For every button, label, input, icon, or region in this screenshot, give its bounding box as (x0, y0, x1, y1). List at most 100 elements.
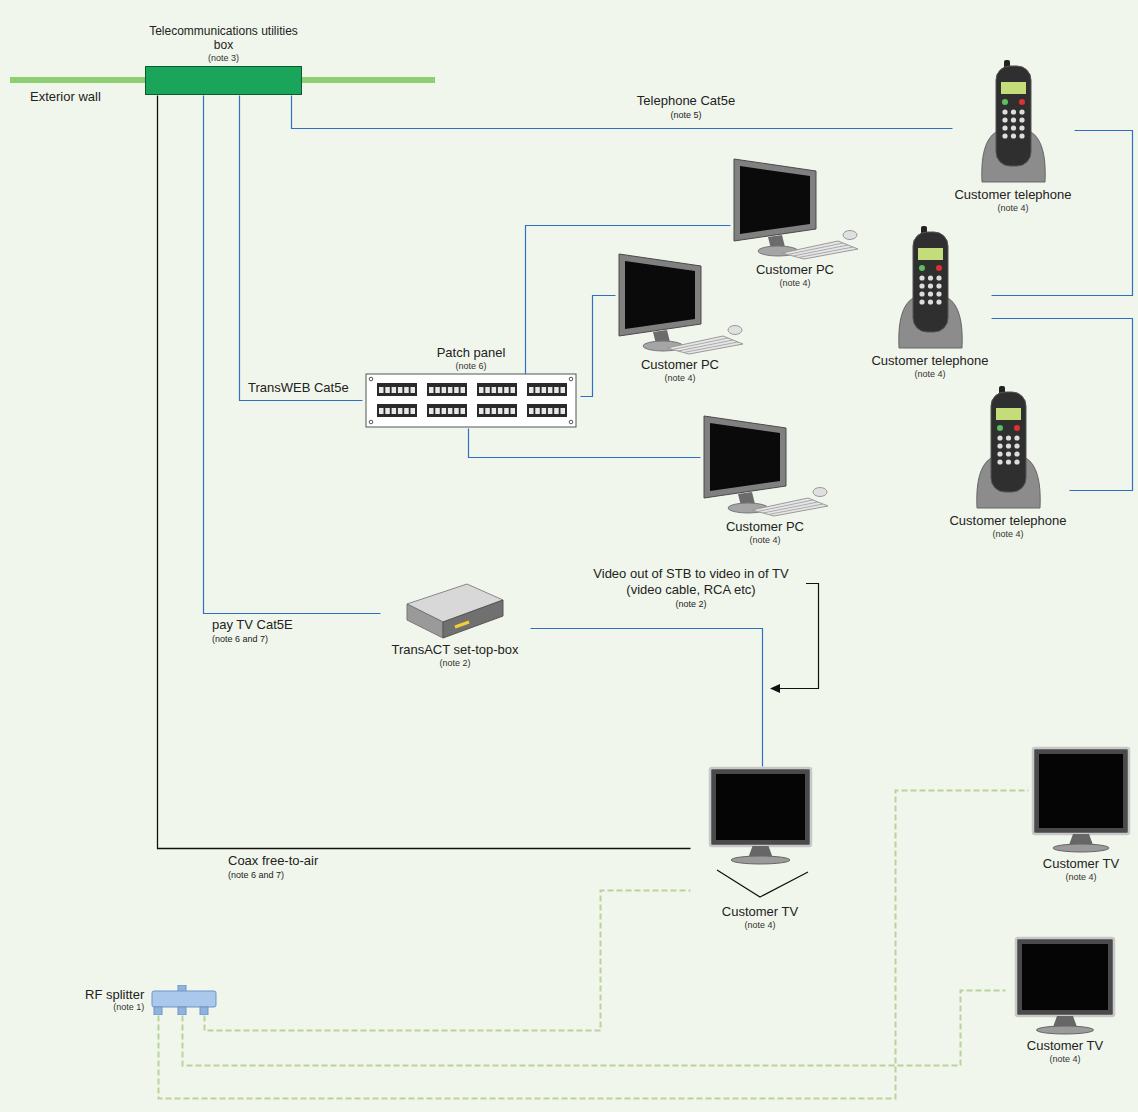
tv-node: Customer TV(note 4) (690, 766, 830, 930)
node-label-group: Customer telephone(note 4) (871, 353, 988, 379)
port (504, 408, 509, 414)
panel-screw (369, 378, 373, 382)
port (435, 387, 440, 393)
phone-call-key (1002, 99, 1008, 105)
tv-screen (1039, 754, 1123, 828)
note-label: (note 2) (439, 658, 470, 669)
callout-arrowhead (770, 684, 780, 693)
port (398, 408, 403, 414)
port (485, 408, 490, 414)
port-group (377, 404, 417, 417)
tv-neck (748, 846, 772, 857)
keyboard (667, 336, 743, 354)
monitor-screen (710, 423, 780, 491)
phone-screen (996, 408, 1021, 420)
pc-icon (700, 412, 830, 517)
port-group (377, 383, 417, 396)
phone-key (1019, 109, 1024, 114)
port-group (427, 404, 467, 417)
splitter-node: RF splitter(note 1) (85, 985, 220, 1015)
tv-neck (1069, 834, 1093, 845)
port (404, 408, 409, 414)
tv-frame (710, 768, 811, 846)
port (448, 408, 453, 414)
port-group (477, 383, 517, 396)
phone-key (997, 443, 1002, 448)
note-label: (note 6 and 7) (212, 634, 268, 645)
stb-side (407, 604, 443, 638)
port (554, 408, 559, 414)
tv-node: Customer TV(note 4) (1005, 936, 1125, 1064)
callout-leader (779, 584, 819, 689)
cat5e-cable (581, 296, 616, 397)
panel-screw (569, 421, 573, 425)
node-label-group: Customer PC(note 4) (756, 262, 834, 288)
port-group (477, 404, 517, 417)
port (529, 408, 534, 414)
pc-node: Customer PC(note 4) (700, 412, 830, 545)
pc-icon (730, 155, 860, 260)
phone-key (919, 299, 924, 304)
cable-label: Telephone Cat5e (620, 93, 752, 109)
port-group (527, 404, 567, 417)
phone-handset (996, 66, 1031, 166)
device-label: Customer PC (756, 262, 834, 278)
note-label: (note 6 and 7) (228, 870, 284, 881)
phone-key (919, 283, 924, 288)
port (511, 387, 516, 393)
device-label: Customer TV (722, 904, 798, 920)
port-group (427, 383, 467, 396)
phone-key (1014, 459, 1019, 464)
splitter-body (152, 991, 216, 1007)
cat5e-cable (531, 629, 763, 767)
phone-key (936, 299, 941, 304)
tv-base (1053, 844, 1109, 852)
device-label: Customer PC (726, 519, 804, 535)
port (548, 408, 553, 414)
port (561, 408, 566, 414)
monitor-screen (740, 166, 810, 234)
tv-neck (1053, 1016, 1077, 1027)
device-label: RF splitter (85, 987, 144, 1003)
stb-node: TransACT set-top-box(note 2) (380, 582, 530, 668)
phone-key (1019, 117, 1024, 122)
keyboard-row (799, 247, 854, 258)
note-label: (note 4) (744, 920, 775, 931)
panel-face (366, 374, 576, 427)
tv-frame (1033, 748, 1129, 834)
port (561, 387, 566, 393)
tv-base (1036, 1026, 1093, 1034)
cable-label: TransWEB Cat5e (248, 380, 349, 396)
patch-wire-stub (525, 345, 526, 377)
phone-key (1014, 435, 1019, 440)
splitter-out-port (154, 1007, 162, 1015)
text-label: Video out of STB to video in of TV (vide… (580, 566, 802, 597)
pc-icon (615, 250, 745, 355)
phone-key (919, 291, 924, 296)
cable-label: Coax free-to-air (228, 853, 318, 869)
port (548, 387, 553, 393)
port (529, 387, 534, 393)
note-label: (note 4) (997, 203, 1028, 214)
keyboard-row (758, 500, 814, 512)
mouse (728, 326, 742, 335)
monitor-frame (734, 159, 816, 241)
stb-icon (405, 582, 505, 640)
monitor-frame (704, 416, 786, 498)
node-label-group: Customer TV(note 4) (1043, 856, 1119, 882)
phone-key (1014, 451, 1019, 456)
cat5e-cable (469, 429, 701, 458)
keyboard-row (769, 504, 824, 515)
cat5e-cable (292, 96, 953, 129)
tv-icon (1031, 746, 1131, 854)
keyboard (782, 241, 858, 259)
port (385, 387, 390, 393)
phone-key (919, 275, 924, 280)
phone-node: Customer telephone(note 4) (869, 226, 991, 379)
phone-key (997, 435, 1002, 440)
device-label: Customer telephone (949, 513, 1066, 529)
tv-screen (716, 774, 805, 840)
port (429, 408, 434, 414)
port (498, 408, 503, 414)
